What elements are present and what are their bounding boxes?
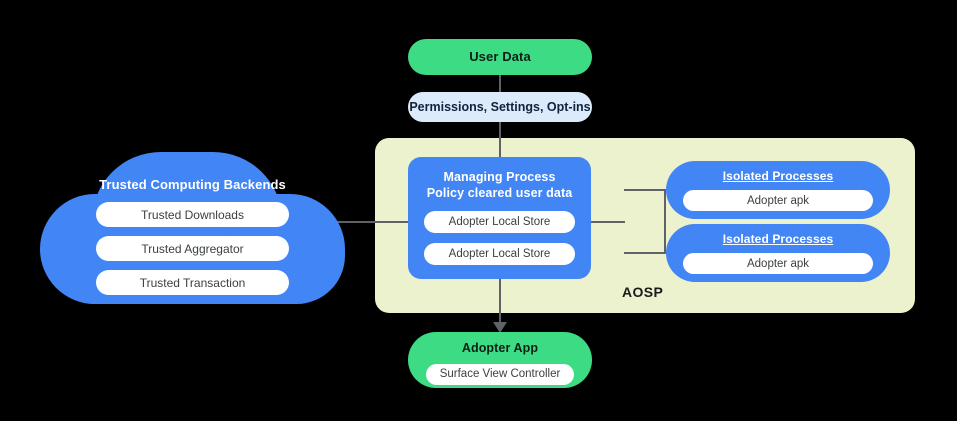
isolated-processes-title-2: Isolated Processes [722, 232, 834, 246]
permissions-label: Permissions, Settings, Opt-ins [409, 100, 591, 114]
connector-userdata-permissions [499, 75, 501, 93]
isolated-process-node-1[interactable]: Isolated Processes Adopter apk [666, 161, 890, 219]
cloud-item-trusted-transaction[interactable]: Trusted Transaction [96, 270, 289, 296]
cloud-item-trusted-downloads[interactable]: Trusted Downloads [96, 202, 289, 228]
connector-cloud-managing [322, 221, 410, 223]
connector-managing-adopterapp [499, 279, 501, 325]
managing-process-title-line1: Managing Process [443, 170, 556, 184]
connector-managing-branch [590, 221, 625, 223]
user-data-label: User Data [469, 48, 531, 64]
adopter-local-store-1[interactable]: Adopter Local Store [424, 211, 575, 234]
surface-view-controller[interactable]: Surface View Controller [426, 363, 574, 385]
cloud-title: Trusted Computing Backends [99, 177, 286, 192]
cloud-content: Trusted Computing Backends Trusted Downl… [40, 152, 345, 304]
connector-permissions-managing [499, 122, 501, 158]
managing-process-title: Managing Process Policy cleared user dat… [427, 170, 573, 201]
managing-process-node[interactable]: Managing Process Policy cleared user dat… [408, 157, 591, 279]
aosp-label: AOSP [622, 284, 664, 300]
trusted-computing-backends-cloud[interactable]: Trusted Computing Backends Trusted Downl… [40, 152, 345, 304]
adopter-app-node[interactable]: Adopter App Surface View Controller [408, 332, 592, 388]
adopter-local-store-2[interactable]: Adopter Local Store [424, 243, 575, 266]
managing-process-title-line2: Policy cleared user data [426, 185, 573, 200]
user-data-node[interactable]: User Data [408, 39, 592, 75]
adopter-apk-2[interactable]: Adopter apk [683, 253, 873, 274]
permissions-node[interactable]: Permissions, Settings, Opt-ins [408, 92, 592, 122]
cloud-item-trusted-aggregator[interactable]: Trusted Aggregator [96, 236, 289, 262]
adopter-apk-1[interactable]: Adopter apk [683, 190, 873, 211]
connector-branch-bracket [624, 189, 666, 254]
isolated-process-node-2[interactable]: Isolated Processes Adopter apk [666, 224, 890, 282]
adopter-app-title: Adopter App [461, 341, 539, 355]
arrowhead-adopterapp [493, 322, 507, 333]
isolated-processes-title-1: Isolated Processes [722, 169, 834, 183]
